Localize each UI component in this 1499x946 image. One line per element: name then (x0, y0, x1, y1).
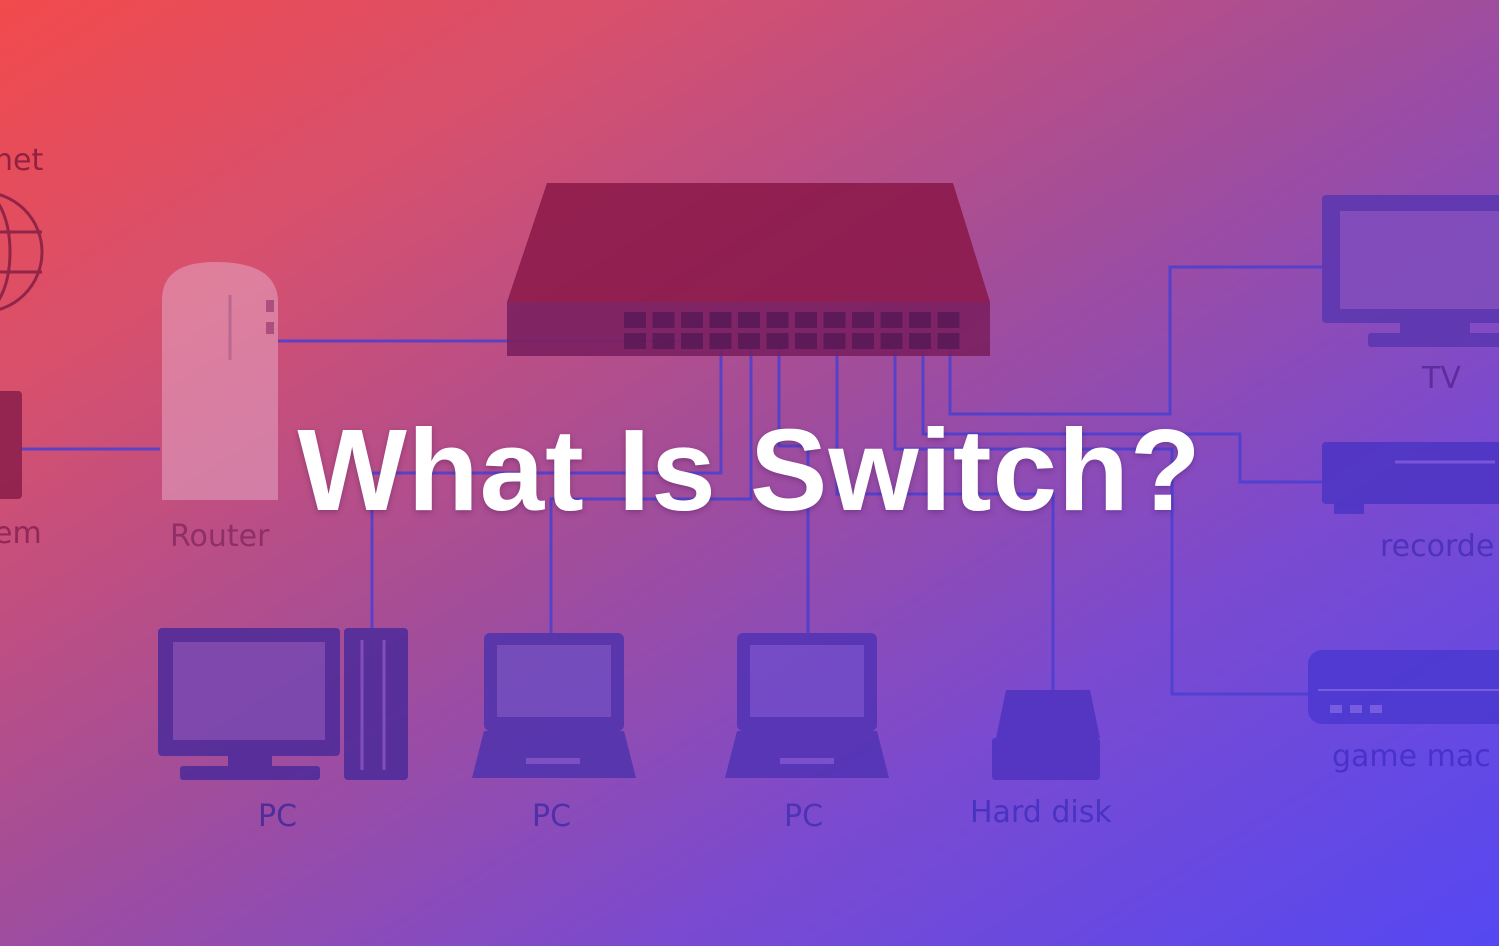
recorder-icon (1322, 442, 1499, 514)
globe-icon (0, 193, 44, 311)
label-pc3: PC (784, 799, 823, 834)
pc1-icon (158, 628, 408, 780)
label-game-machine: game mac (1332, 739, 1491, 774)
switch-port (624, 312, 646, 328)
slide-title: What Is Switch? (297, 405, 1202, 535)
switch-port (738, 312, 760, 328)
switch-disk-line (835, 345, 1055, 690)
switch-pc3-line (777, 345, 810, 633)
switch-port (766, 333, 789, 349)
switch-port (937, 312, 960, 328)
switch-pc2-line (549, 345, 753, 633)
switch-port (795, 333, 817, 349)
switch-port (909, 312, 931, 328)
switch-port (852, 333, 874, 349)
label-hard-disk: Hard disk (970, 795, 1112, 830)
switch-port (880, 312, 903, 328)
switch-port (880, 333, 903, 349)
pc2-icon (472, 633, 636, 778)
switch-port (652, 312, 675, 328)
pc3-icon (725, 633, 889, 778)
label-modem: em (0, 516, 42, 551)
switch-port (652, 333, 675, 349)
switch-icon (507, 183, 990, 356)
switch-port (624, 333, 646, 349)
switch-port (937, 333, 960, 349)
connection-lines (20, 265, 1322, 696)
switch-port (738, 333, 760, 349)
game-machine-icon (1308, 650, 1499, 724)
switch-port (909, 333, 931, 349)
switch-port (823, 333, 846, 349)
switch-port (681, 333, 703, 349)
label-tv: TV (1421, 361, 1461, 396)
label-internet: net (0, 143, 43, 178)
modem-icon (0, 391, 22, 499)
label-pc2: PC (532, 799, 571, 834)
switch-port (852, 312, 874, 328)
tv-icon (1322, 195, 1499, 347)
switch-port (709, 333, 732, 349)
switch-port (823, 312, 846, 328)
switch-pc1-line (370, 345, 723, 628)
switch-port (766, 312, 789, 328)
switch-ports (624, 312, 960, 349)
label-router: Router (170, 519, 270, 554)
label-pc1: PC (258, 799, 297, 834)
switch-tv-line (948, 265, 1322, 416)
switch-game-line (893, 345, 1308, 696)
switch-recorder-line (921, 345, 1322, 484)
hard-disk-icon (992, 690, 1100, 780)
switch-port (709, 312, 732, 328)
router-icon (162, 262, 278, 500)
switch-port (795, 312, 817, 328)
diagram-labels: net em Router PC PC PC Hard disk TV reco… (0, 143, 1494, 834)
switch-port (681, 312, 703, 328)
label-recorder: recorde (1380, 529, 1494, 564)
